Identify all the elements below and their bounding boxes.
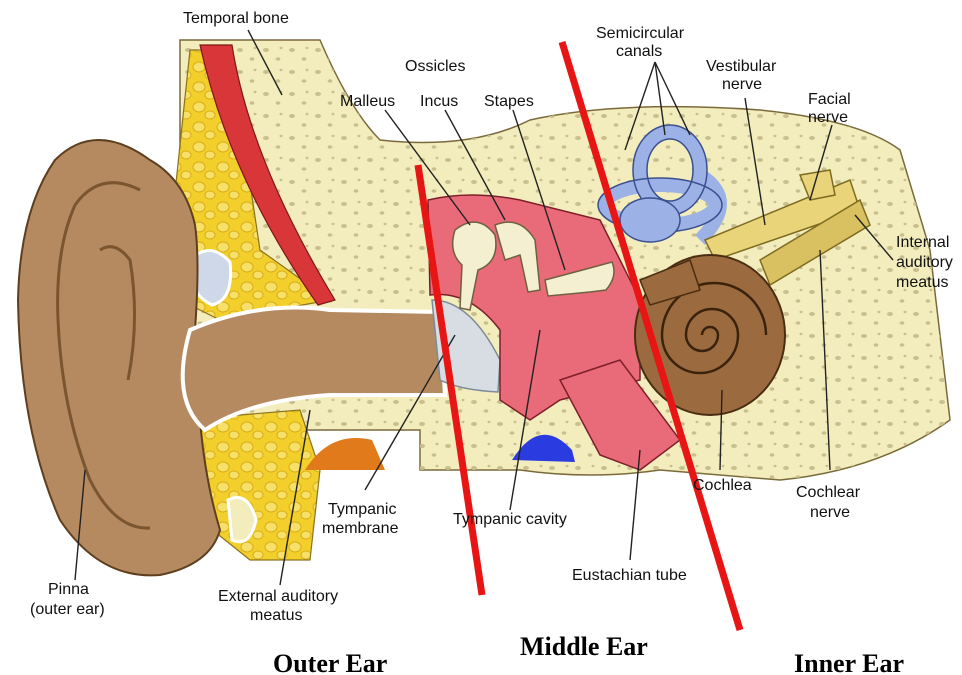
- label-cochlear-line2: nerve: [810, 504, 850, 521]
- label-pinna-line1: Pinna: [48, 581, 89, 598]
- label-tympanic-membrane-line2: membrane: [322, 520, 399, 537]
- label-cochlear-line1: Cochlear: [796, 484, 861, 501]
- region-labels: Outer Ear Middle Ear Inner Ear: [273, 632, 904, 675]
- label-pinna-line2: (outer ear): [30, 601, 105, 618]
- label-external-line2: meatus: [250, 607, 302, 624]
- label-facial-line1: Facial: [808, 91, 851, 108]
- label-stapes: Stapes: [484, 93, 534, 110]
- label-incus: Incus: [420, 93, 458, 110]
- orange-tissue: [305, 438, 385, 470]
- region-outer-ear: Outer Ear: [273, 649, 387, 675]
- label-semicircular-line1: Semicircular: [596, 25, 685, 42]
- label-vestibular-line2: nerve: [722, 76, 762, 93]
- label-internal-line1: Internal: [896, 234, 949, 251]
- label-cochlea: Cochlea: [693, 477, 752, 494]
- region-middle-ear: Middle Ear: [520, 632, 648, 661]
- label-malleus: Malleus: [340, 93, 395, 110]
- label-tympanic-membrane-line1: Tympanic: [328, 501, 396, 518]
- label-ossicles: Ossicles: [405, 58, 465, 75]
- vestibule: [620, 198, 680, 242]
- label-vestibular-line1: Vestibular: [706, 58, 777, 75]
- label-internal-line3: meatus: [896, 274, 948, 291]
- region-inner-ear: Inner Ear: [794, 649, 904, 675]
- label-facial-line2: nerve: [808, 109, 848, 126]
- label-tympanic-cavity: Tympanic cavity: [453, 511, 567, 528]
- label-external-line1: External auditory: [218, 588, 338, 605]
- label-semicircular-line2: canals: [616, 43, 662, 60]
- label-temporal-bone: Temporal bone: [183, 10, 289, 27]
- label-eustachian-tube: Eustachian tube: [572, 567, 687, 584]
- cochlea-shape: [635, 255, 785, 415]
- label-internal-line2: auditory: [896, 254, 953, 271]
